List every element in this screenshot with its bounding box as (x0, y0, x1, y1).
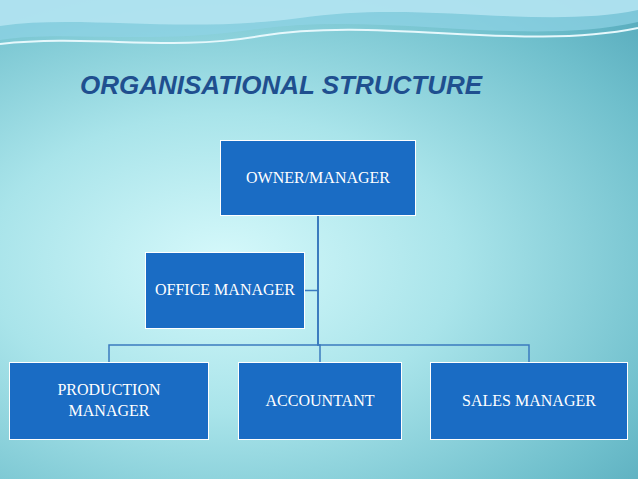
top-wave (0, 0, 638, 40)
position-box: SALES MANAGER (430, 362, 628, 440)
reporting-line (318, 216, 529, 362)
assistant-box: OFFICE MANAGER (145, 252, 305, 329)
position-title: SALES MANAGER (462, 391, 596, 412)
reporting-line (305, 216, 318, 291)
reporting-line (109, 216, 318, 362)
top-wave (0, 0, 638, 26)
position-title: PRODUCTION MANAGER (18, 380, 200, 422)
position-box: PRODUCTION MANAGER (9, 362, 209, 440)
position-box: ACCOUNTANT (238, 362, 402, 440)
position-title: OFFICE MANAGER (155, 280, 295, 301)
position-box: OWNER/MANAGER (220, 140, 416, 216)
wave-line (0, 28, 638, 44)
slide-title: ORGANISATIONAL STRUCTURE (80, 70, 482, 101)
position-title: ACCOUNTANT (266, 391, 375, 412)
position-title: OWNER/MANAGER (246, 168, 390, 189)
